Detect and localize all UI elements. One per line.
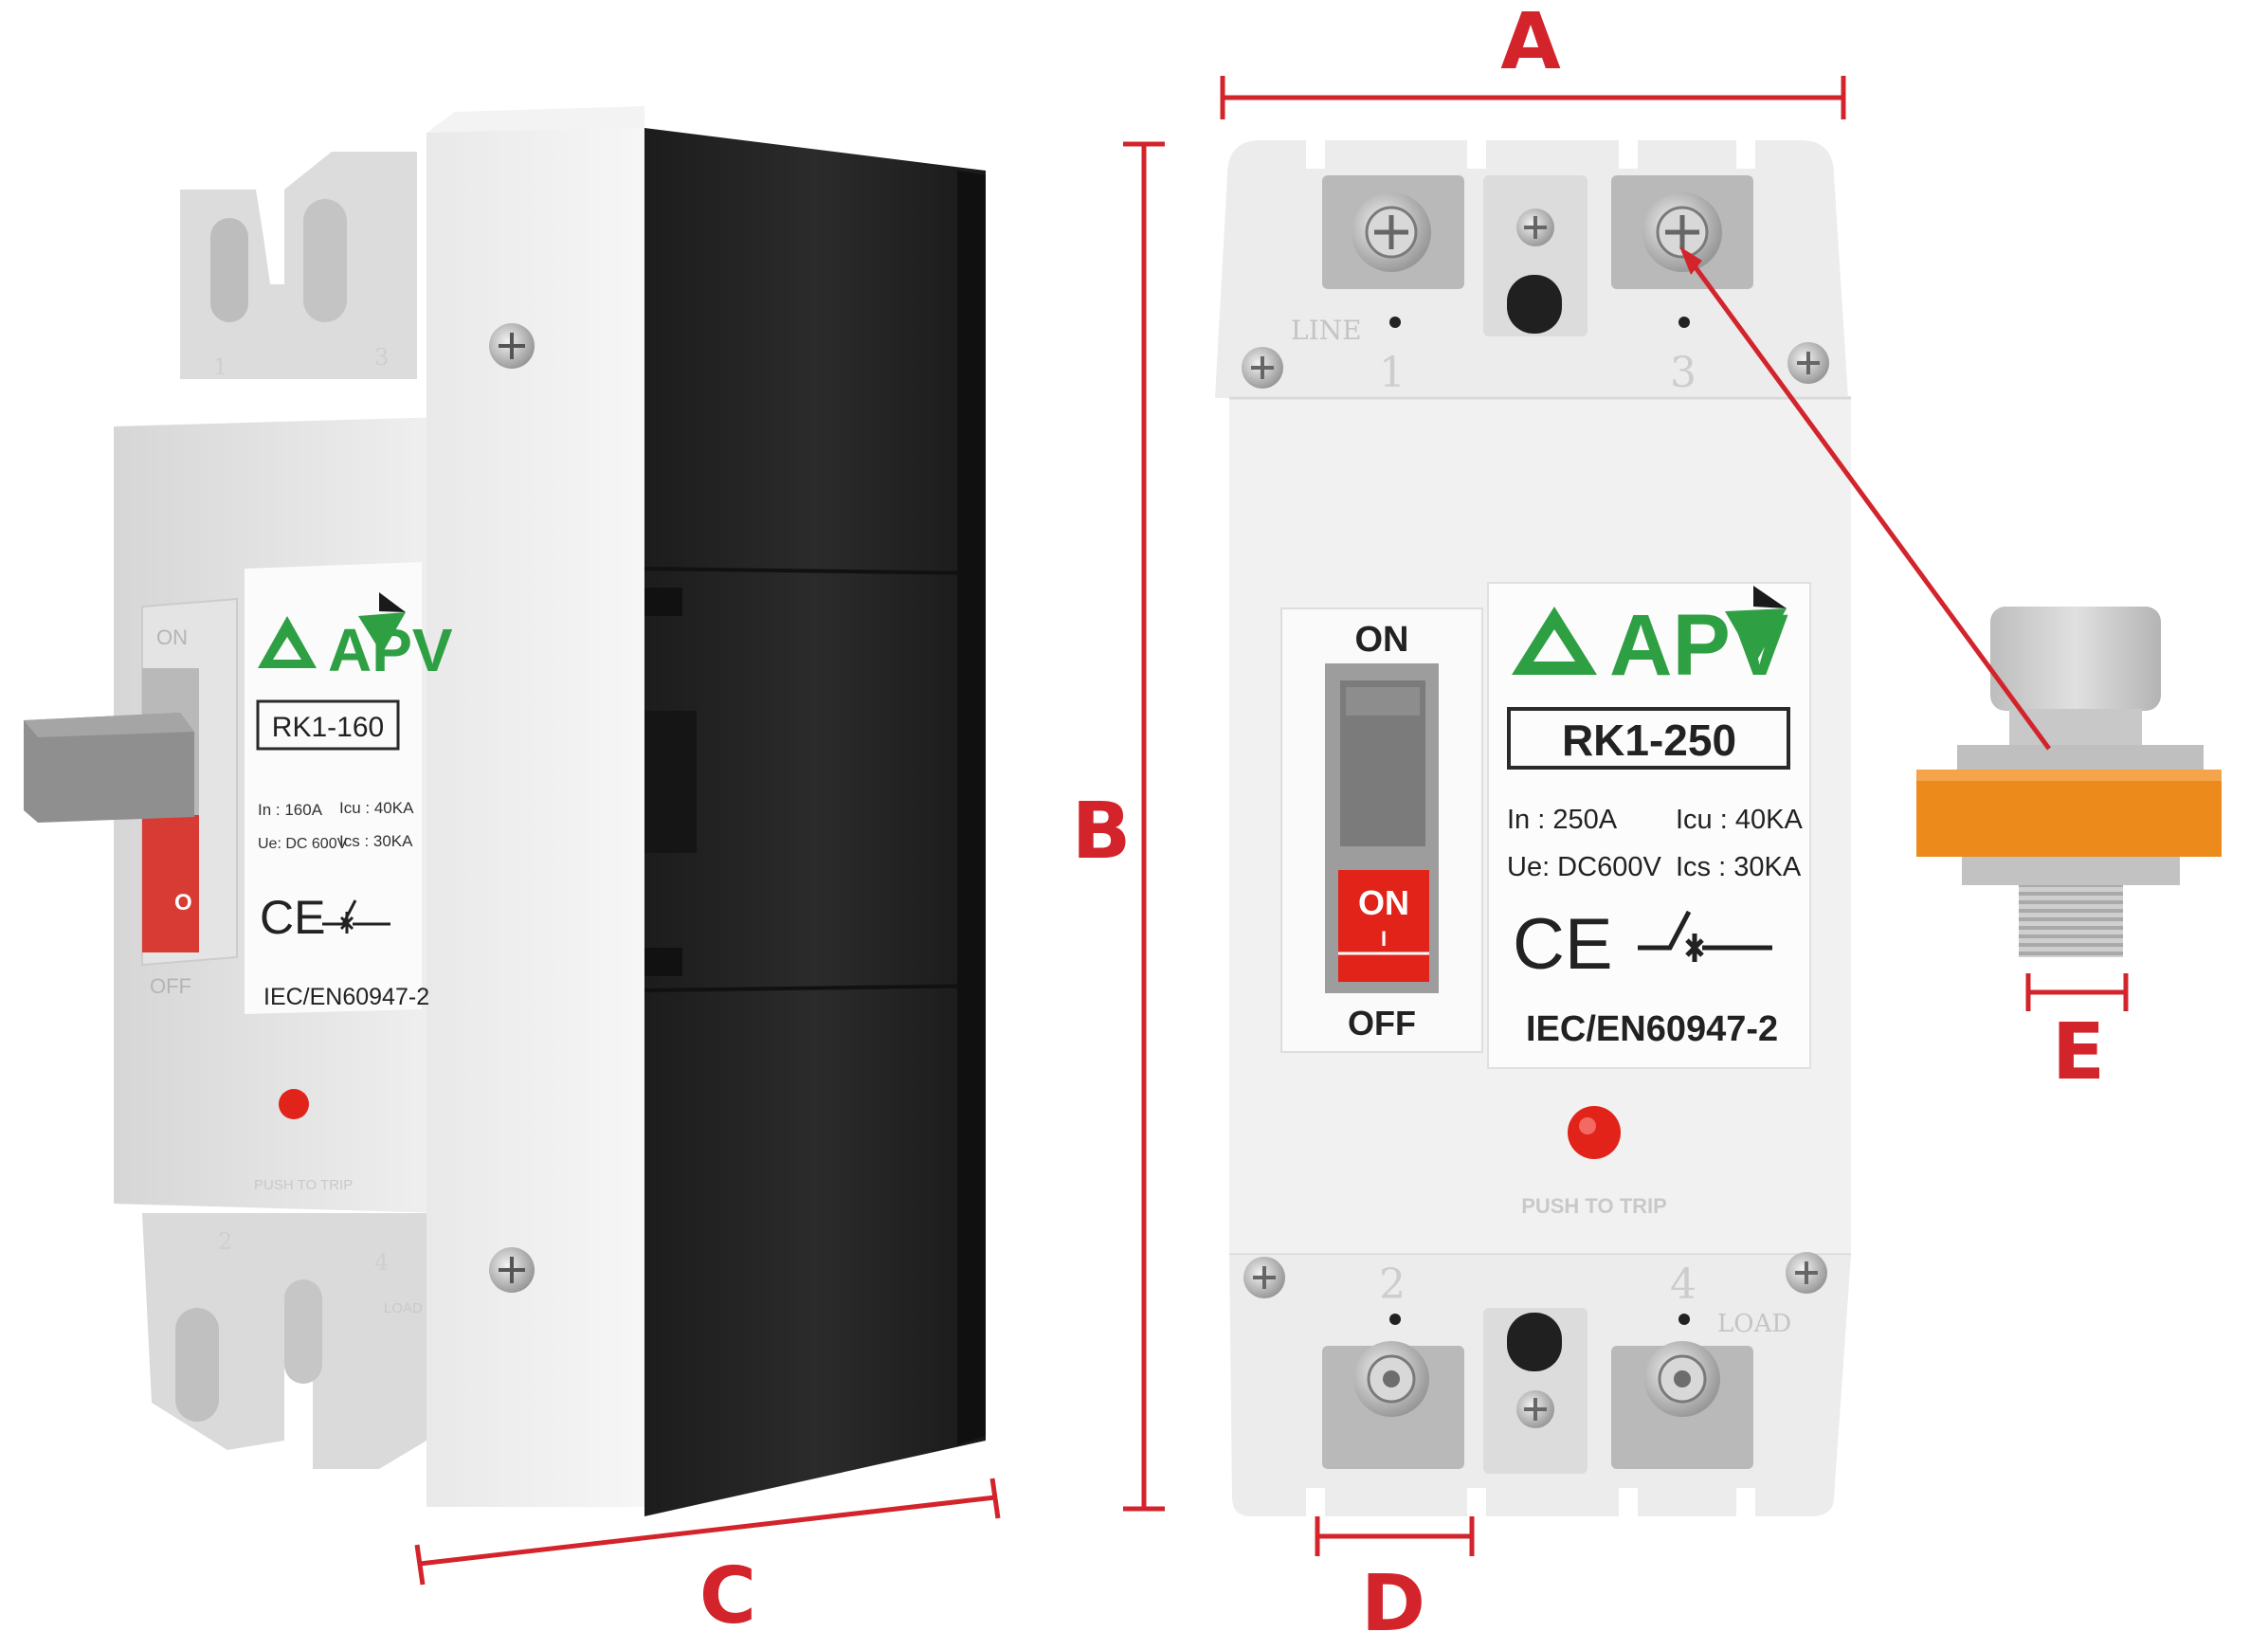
right-bottom-hole <box>1507 1313 1562 1371</box>
right-ce-mark: CE <box>1513 904 1613 985</box>
right-top-hole <box>1507 275 1562 334</box>
right-model-box <box>1507 707 1790 770</box>
bolt-washer <box>1957 745 2204 770</box>
left-terminal-1: 1 <box>213 354 227 380</box>
right-terminal-3: 3 <box>1670 349 1696 397</box>
right-model-label: RK1-250 <box>1562 716 1736 765</box>
dimension-e-label: E <box>2052 1007 2105 1097</box>
left-switch-off-label: OFF <box>150 974 191 998</box>
bolt-thread <box>2019 885 2123 957</box>
right-standard: IEC/EN60947-2 <box>1526 1009 1778 1049</box>
left-ce-mark: CE <box>260 891 325 944</box>
right-ics-rating: Ics : 30KA <box>1676 852 1802 882</box>
left-bottom-slot-front <box>284 1279 322 1384</box>
left-load-label: LOAD <box>384 1300 423 1316</box>
left-front-face <box>426 123 644 1507</box>
bolt-busbar <box>1916 770 2222 857</box>
bolt-head <box>1990 607 2161 711</box>
left-breaker-symbol-icon <box>322 899 390 934</box>
left-standard: IEC/EN60947-2 <box>263 984 429 1010</box>
bolt-pointer-arrowhead <box>1679 246 1702 275</box>
right-logo-text: APV <box>1609 597 1788 694</box>
dimension-b-label: B <box>1072 787 1132 877</box>
left-ics-rating: Ics : 30KA <box>339 832 413 850</box>
right-trip-button[interactable] <box>1568 1106 1621 1159</box>
left-terminal-2: 2 <box>218 1228 232 1255</box>
right-switch-on-indicator <box>1338 870 1429 982</box>
left-model-box <box>256 699 400 751</box>
left-trip-button[interactable] <box>279 1089 309 1119</box>
left-switch-on-label: ON <box>156 626 188 649</box>
right-breaker: APV RK1-250 In : 250A Icu : 40KA Ue: DC6… <box>1215 140 1851 1516</box>
left-logo-text: APV <box>328 616 453 684</box>
left-handle-mark: O <box>174 890 192 916</box>
left-in-rating: In : 160A <box>258 801 323 819</box>
left-ue-rating: Ue: DC 600V <box>258 836 348 852</box>
dimension-c-label: C <box>699 1551 756 1632</box>
right-line-label: LINE <box>1291 315 1362 346</box>
right-load-label: LOAD <box>1717 1310 1791 1338</box>
dimension-lines <box>414 76 2129 1586</box>
right-ue-rating: Ue: DC600V <box>1507 852 1661 882</box>
left-switch-on-indicator <box>142 815 199 952</box>
bolt-detail <box>1916 607 2222 957</box>
right-breaker-symbol-icon <box>1638 910 1772 962</box>
left-switch-handle[interactable] <box>24 713 194 823</box>
left-terminal-4: 4 <box>374 1249 389 1276</box>
left-icu-rating: Icu : 40KA <box>339 799 414 817</box>
left-terminal-3: 3 <box>374 344 389 371</box>
right-handle-on-label: ON <box>1358 883 1409 922</box>
right-terminal-4: 4 <box>1670 1260 1696 1309</box>
right-icu-rating: Icu : 40KA <box>1676 805 1803 835</box>
dimension-c-line <box>419 1495 996 1567</box>
right-switch-off-label: OFF <box>1348 1004 1416 1043</box>
dimension-d-label: D <box>1361 1559 1425 1632</box>
right-trip-label: PUSH TO TRIP <box>1521 1194 1667 1218</box>
left-label-panel <box>245 562 422 1014</box>
left-breaker: APV RK1-160 In : 160A Icu : 40KA Ue: DC … <box>24 106 987 1516</box>
right-handle-i-label: I <box>1381 927 1387 951</box>
bolt-collar <box>2009 709 2142 745</box>
left-black-side-panel <box>644 128 986 1516</box>
left-top-slot-front <box>303 199 347 322</box>
dimension-a-label: A <box>1500 0 1561 87</box>
left-bottom-slot-back <box>175 1308 219 1422</box>
left-top-slot-back <box>210 218 248 322</box>
bolt-pointer-line <box>1684 254 2052 751</box>
left-trip-label: PUSH TO TRIP <box>254 1177 353 1193</box>
bolt-nut <box>1962 857 2180 885</box>
right-terminal-2: 2 <box>1379 1260 1406 1309</box>
right-in-rating: In : 250A <box>1507 805 1618 835</box>
right-terminal-1: 1 <box>1379 349 1406 397</box>
left-model-label: RK1-160 <box>272 712 384 743</box>
right-switch-on-label: ON <box>1355 620 1409 660</box>
